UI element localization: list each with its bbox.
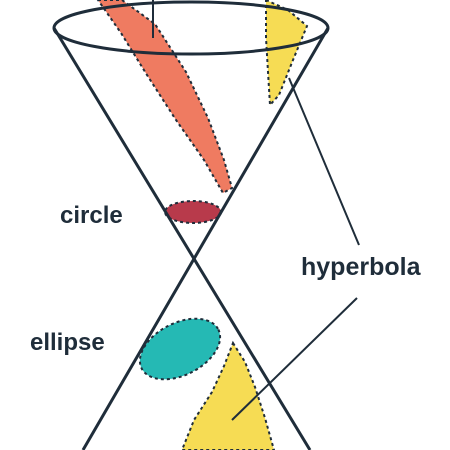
hyperbola-pointer-line-upper [288, 77, 360, 246]
circle-section [164, 200, 222, 224]
hyperbola-pointer-line-lower [231, 297, 358, 421]
cone-outline-left [52, 27, 312, 450]
circle-label: circle [60, 202, 123, 229]
upper-hyperbola-section [265, 0, 309, 108]
lower-hyperbola-section [180, 340, 276, 450]
cone-outline-right [81, 27, 330, 450]
ellipse-label: ellipse [30, 329, 105, 356]
orange-parabola-section [96, 0, 234, 195]
hyperbola-label: hyperbola [301, 253, 422, 281]
ellipse-section [138, 317, 222, 381]
